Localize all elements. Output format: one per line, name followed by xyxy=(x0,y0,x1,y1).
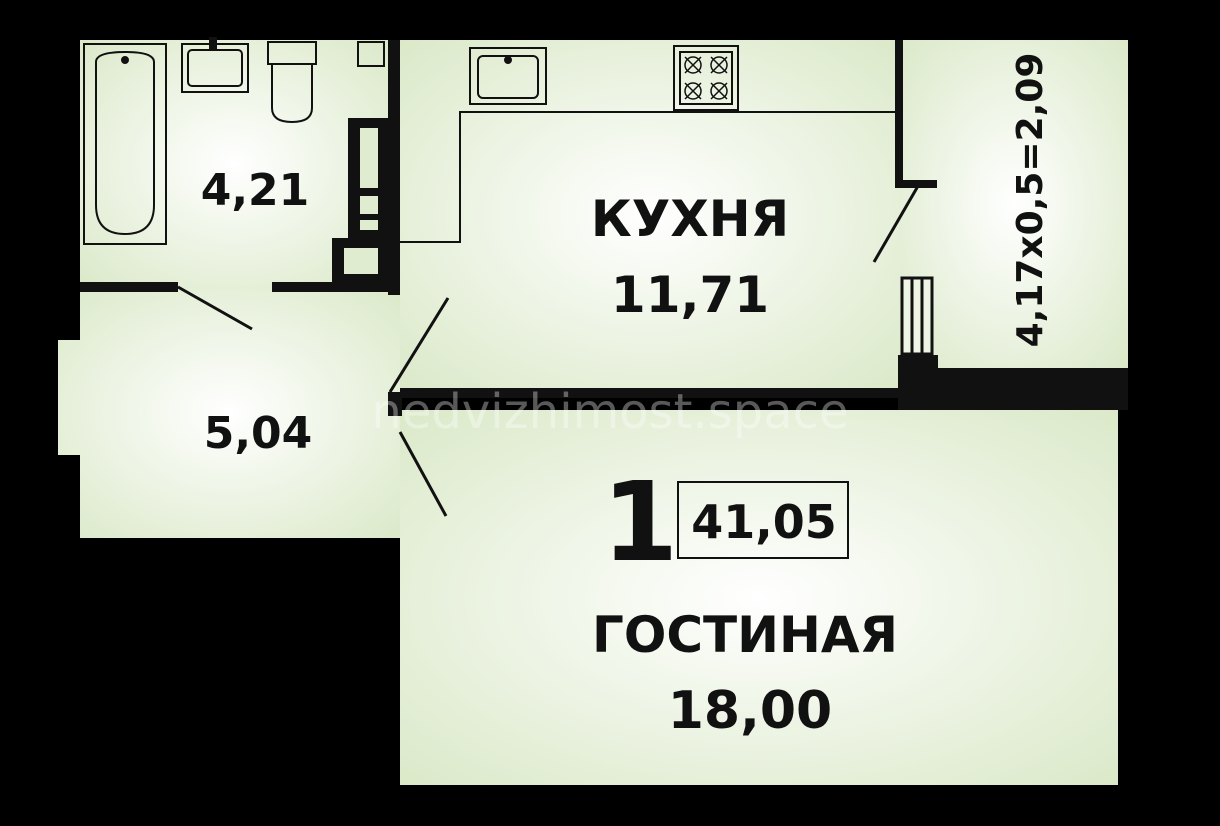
balcony-floor xyxy=(900,40,1128,368)
rooms-count-label: 1 xyxy=(602,458,679,586)
watermark-text: nedvizhimost.space xyxy=(371,384,848,440)
wall-kitchen-living xyxy=(400,388,900,398)
wall-bath-kitchen xyxy=(388,40,400,295)
toilet-icon xyxy=(267,41,317,124)
living-area-label: 18,00 xyxy=(668,681,832,741)
kitchen-area-label: 11,71 xyxy=(611,266,769,324)
living-floor xyxy=(400,410,1118,785)
floor-areas xyxy=(58,40,1128,785)
sink-icon xyxy=(181,37,249,93)
kitchen-door xyxy=(388,297,450,393)
bath-niche xyxy=(357,41,385,67)
balcony-door xyxy=(872,185,920,263)
radiator-icon xyxy=(900,276,934,356)
bathtub-icon xyxy=(83,43,167,245)
total-area-box xyxy=(677,481,849,559)
bathroom-door xyxy=(177,285,253,331)
wall-bath-bottom-right xyxy=(272,282,400,292)
shaft-detail xyxy=(344,128,378,274)
hall-floor xyxy=(58,288,400,538)
stove-icon xyxy=(673,45,739,111)
wall-kitchen-hall xyxy=(388,392,402,416)
kitchen-counter xyxy=(400,111,895,243)
hall-area-label: 5,04 xyxy=(204,408,313,459)
living-name-label: ГОСТИНАЯ xyxy=(592,606,898,664)
living-door xyxy=(398,431,448,517)
wall-kitchen-balcony-cap xyxy=(895,180,937,188)
kitchen-name-label: КУХНЯ xyxy=(591,190,789,248)
wall-living-top xyxy=(898,368,1128,410)
balcony-area-label: 4,17x0,5=2,09 xyxy=(1010,53,1051,348)
wall-kitchen-balcony-top xyxy=(895,40,903,185)
wall-bath-bottom-left xyxy=(80,282,178,292)
doors xyxy=(177,185,920,517)
bathroom-area-label: 4,21 xyxy=(201,165,310,216)
kitchen-sink-icon xyxy=(469,47,547,105)
total-area-label: 41,05 xyxy=(691,495,837,549)
